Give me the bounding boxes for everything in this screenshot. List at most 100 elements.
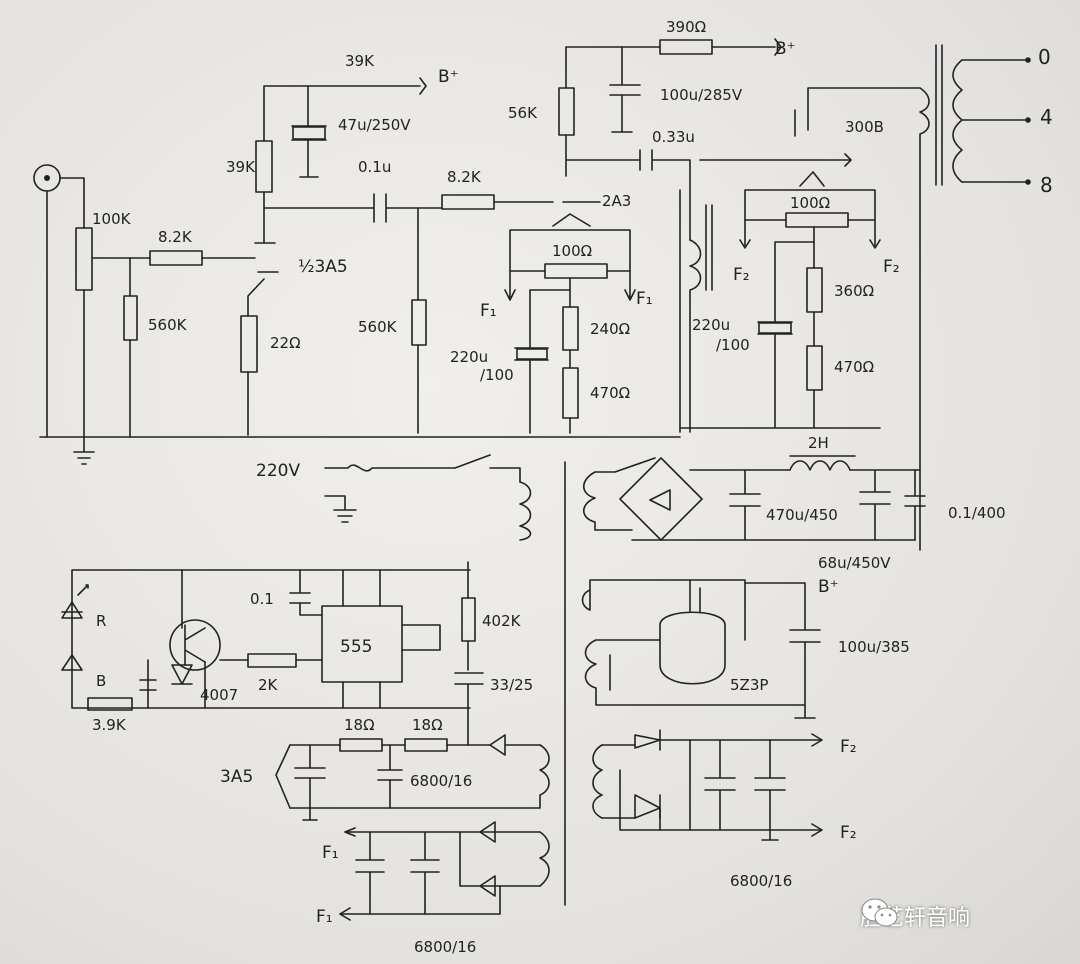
label-r-560k-left: 560K bbox=[148, 316, 188, 334]
label-cap-01-555: 0.1 bbox=[250, 590, 274, 608]
resistor-18-a bbox=[339, 738, 383, 752]
wechat-icon bbox=[861, 898, 898, 927]
label-cap-6800-16-c: 6800/16 bbox=[730, 872, 792, 890]
label-cap-47u: 47u/250V bbox=[338, 116, 411, 134]
label-r-22: 22Ω bbox=[270, 334, 301, 352]
label-b-plus-3: B⁺ bbox=[818, 577, 839, 597]
label-r-18-b: 18Ω bbox=[412, 716, 443, 734]
resistor-3k9 bbox=[87, 697, 133, 711]
label-f2-out-bottom: F₂ bbox=[840, 823, 857, 843]
output-transformer bbox=[919, 44, 1031, 551]
resistor-560k-left bbox=[123, 295, 138, 341]
label-cap-6800-16-a: 6800/16 bbox=[410, 772, 472, 790]
filament-3a5-supply bbox=[275, 734, 550, 821]
ground-bus bbox=[39, 427, 881, 438]
label-choke-2h: 2H bbox=[808, 434, 829, 452]
label-tube-5z3p: 5Z3P bbox=[730, 676, 768, 694]
label-r-2k: 2K bbox=[258, 676, 279, 694]
label-cap-220u-left-b: /100 bbox=[480, 366, 514, 384]
label-cap-470u-450: 470u/450 bbox=[766, 506, 838, 524]
label-cap-6800-16-b: 6800/16 bbox=[414, 938, 476, 956]
label-fil-3a5: 3A5 bbox=[220, 767, 253, 787]
label-b-plus-2: B⁺ bbox=[775, 39, 796, 59]
label-diode-4007: 4007 bbox=[200, 686, 238, 704]
label-r-470-left: 470Ω bbox=[590, 384, 630, 402]
resistor-8k2-mid bbox=[441, 194, 495, 210]
f1-supply bbox=[339, 821, 550, 921]
timer-555 bbox=[61, 561, 484, 746]
label-tap-4: 4 bbox=[1040, 105, 1053, 129]
input-stage bbox=[33, 77, 601, 438]
label-b-plus-1: B⁺ bbox=[438, 67, 459, 87]
label-r-402k: 402K bbox=[482, 612, 522, 630]
resistor-390 bbox=[659, 39, 713, 55]
cap-47u bbox=[292, 126, 326, 140]
resistor-560k-mid bbox=[411, 299, 427, 346]
f2-supply bbox=[592, 729, 823, 841]
label-cap-01u: 0.1u bbox=[358, 158, 391, 176]
label-mains-220v: 220V bbox=[256, 461, 300, 481]
label-v-300b: 300B bbox=[845, 118, 884, 136]
label-f1-out-bottom: F₁ bbox=[316, 907, 333, 927]
volume-pot-100k bbox=[75, 227, 93, 291]
label-cap-01-400: 0.1/400 bbox=[948, 504, 1006, 522]
resistor-360 bbox=[806, 267, 823, 313]
pot-100-right bbox=[785, 212, 849, 228]
label-r-240: 240Ω bbox=[590, 320, 630, 338]
bridge-rectifier bbox=[619, 457, 703, 541]
label-cap-100u-385: 100u/385 bbox=[838, 638, 910, 656]
label-f2-out-top: F₂ bbox=[840, 737, 857, 757]
label-led-b: B bbox=[96, 672, 106, 690]
cap-220u-right bbox=[758, 322, 792, 334]
label-cap-220u-right-a: 220u bbox=[692, 316, 730, 334]
label-r-560k-mid: 560K bbox=[358, 318, 398, 336]
label-cap-33-25: 33/25 bbox=[490, 676, 533, 694]
label-pot-100-left: 100Ω bbox=[552, 242, 592, 260]
label-ic-555: 555 bbox=[340, 637, 372, 657]
watermark: 胆艺轩音响 bbox=[860, 896, 970, 936]
resistor-39k-left bbox=[255, 140, 273, 193]
label-r-82k-mid: 8.2K bbox=[447, 168, 482, 186]
pot-100-left bbox=[544, 263, 608, 279]
300b-stage bbox=[558, 38, 921, 433]
label-r-470-right: 470Ω bbox=[834, 358, 874, 376]
labels: 39K B⁺ 47u/250V 39K 0.1u 8.2K 2A3 100K 8… bbox=[92, 18, 1053, 956]
label-cap-033u: 0.33u bbox=[652, 128, 695, 146]
resistor-470-left bbox=[562, 367, 579, 419]
label-r-39k-timer: 3.9K bbox=[92, 716, 127, 734]
label-f1-left: F₁ bbox=[480, 301, 497, 321]
ic-555 bbox=[321, 605, 403, 683]
label-cap-100u-285: 100u/285V bbox=[660, 86, 743, 104]
resistor-2k bbox=[247, 653, 297, 668]
label-r-56k: 56K bbox=[508, 104, 538, 122]
label-r-39k-top: 39K bbox=[345, 52, 375, 70]
label-r-100k-pot: 100K bbox=[92, 210, 132, 228]
label-tap-0: 0 bbox=[1038, 45, 1051, 69]
label-r-390: 390Ω bbox=[666, 18, 706, 36]
label-led-r: R bbox=[96, 612, 106, 630]
label-tap-8: 8 bbox=[1040, 173, 1053, 197]
resistor-56k bbox=[558, 87, 575, 136]
label-cap-220u-left-a: 220u bbox=[450, 348, 488, 366]
resistor-402k bbox=[461, 597, 476, 642]
label-tube-half-3a5: ½3A5 bbox=[298, 257, 348, 277]
label-f2-right: F₂ bbox=[883, 257, 900, 277]
label-r-82k-left: 8.2K bbox=[158, 228, 193, 246]
rectifier-5z3p bbox=[581, 579, 821, 719]
label-pot-100-right: 100Ω bbox=[790, 194, 830, 212]
ground-icon bbox=[73, 436, 95, 465]
label-f1-out-top: F₁ bbox=[322, 843, 339, 863]
resistor-18-b bbox=[404, 738, 448, 752]
label-f1-right: F₁ bbox=[636, 289, 653, 309]
resistor-22-ohm bbox=[240, 315, 258, 373]
label-cap-220u-right-b: /100 bbox=[716, 336, 750, 354]
resistor-470-right bbox=[806, 345, 823, 391]
label-f2-left: F₂ bbox=[733, 265, 750, 285]
transistor-icon bbox=[169, 619, 221, 671]
hv-supply bbox=[582, 455, 926, 541]
label-r-18-a: 18Ω bbox=[344, 716, 375, 734]
tube-5z3p bbox=[659, 611, 726, 685]
cap-220u-left bbox=[516, 348, 548, 360]
